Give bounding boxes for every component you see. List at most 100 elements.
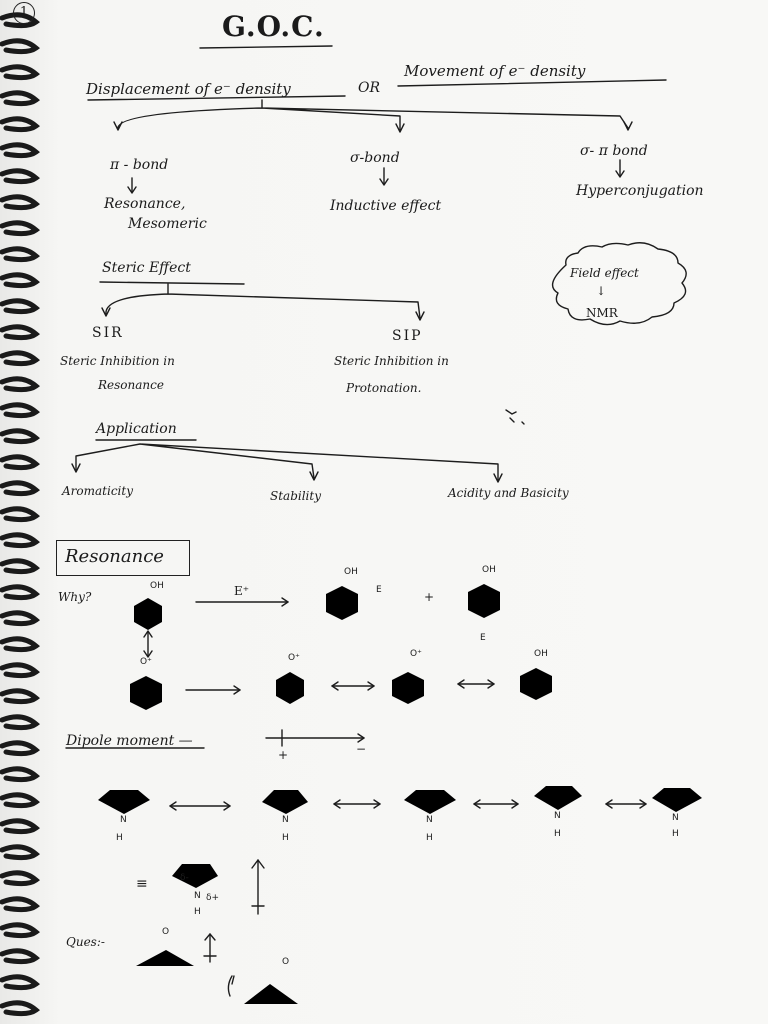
- oplus-2: O⁺: [288, 653, 300, 663]
- pyrrole-h-5: H: [672, 829, 679, 839]
- equiv-sign: ≡: [136, 876, 148, 892]
- spiral-ring: [0, 818, 40, 835]
- page-number: 1: [13, 2, 35, 24]
- spiral-ring: [0, 220, 40, 237]
- spiral-ring: [0, 90, 40, 107]
- sir-line2: Resonance: [98, 378, 164, 392]
- pyrrole-delta: δ+: [206, 893, 219, 903]
- spiral-ring: [0, 324, 40, 341]
- pyrrole-h-2: H: [282, 833, 289, 843]
- phenol-oh: OH: [150, 581, 164, 591]
- application-acidity: Acidity and Basicity: [448, 486, 569, 500]
- spiral-ring: [0, 584, 40, 601]
- spiral-ring: [0, 64, 40, 81]
- branch-pi-bond: π - bond: [110, 157, 169, 173]
- pyrrole-n-3: N: [426, 815, 433, 825]
- pyrrole-n-2: N: [282, 815, 289, 825]
- header-left: Displacement of e⁻ density: [86, 80, 291, 98]
- resonance-row: O⁺ O⁺ O⁺ OH: [130, 649, 552, 710]
- sir-abbr: SIR: [92, 325, 124, 341]
- ortho-product: OH E: [326, 567, 382, 620]
- spiral-ring: [0, 350, 40, 367]
- branch-pi-effect2: Mesomeric: [128, 216, 207, 232]
- spiral-ring: [0, 896, 40, 913]
- spiral-ring: [0, 870, 40, 887]
- spiral-ring: [0, 480, 40, 497]
- pyrrole-h-3: H: [426, 833, 433, 843]
- spiral-ring: [0, 610, 40, 627]
- spiral-ring: [0, 246, 40, 263]
- spiral-binding: [0, 12, 40, 1017]
- spiral-ring: [0, 844, 40, 861]
- pyrrole-n-5: N: [672, 813, 679, 823]
- oplus-1: O⁺: [140, 657, 152, 667]
- spiral-ring: [0, 454, 40, 471]
- spiral-ring: [0, 766, 40, 783]
- pyrrole-delta-minus: δ-: [180, 873, 189, 883]
- res-oh: OH: [534, 649, 548, 659]
- pyrrole-h-hybrid: H: [194, 907, 201, 917]
- spiral-ring: [0, 168, 40, 185]
- spiral-ring: [0, 402, 40, 419]
- sip-abbr: SIP: [392, 328, 423, 344]
- dipole-title: Dipole moment —: [66, 733, 193, 749]
- sip-line1: Steric Inhibition in: [334, 354, 449, 368]
- why-label: Why?: [58, 590, 92, 604]
- spiral-ring: [0, 662, 40, 679]
- pyrrole-n-hybrid: N: [194, 891, 201, 901]
- spiral-ring: [0, 792, 40, 809]
- question-label: Ques:-: [66, 935, 105, 949]
- resonance-box: Resonance: [56, 540, 190, 576]
- spiral-ring: [0, 116, 40, 133]
- pyrrole-h-1: H: [116, 833, 123, 843]
- dipole-plus: +: [278, 748, 289, 762]
- spiral-ring: [0, 194, 40, 211]
- sip-line2: Protonation.: [346, 381, 422, 395]
- spiral-ring: [0, 142, 40, 159]
- branch-sigma-effect: Inductive effect: [330, 198, 442, 214]
- spiral-ring: [0, 38, 40, 55]
- branch-sigma-bond: σ-bond: [350, 150, 400, 166]
- spiral-ring: [0, 922, 40, 939]
- pyrrole-n-4: N: [554, 811, 561, 821]
- plus-sign: +: [424, 590, 435, 604]
- spiral-ring: [0, 636, 40, 653]
- application-title: Application: [96, 421, 177, 437]
- phenol-structure: OH: [134, 581, 164, 630]
- header-or: OR: [358, 80, 381, 96]
- para-e: E: [480, 633, 486, 643]
- question-structures: O O: [136, 927, 298, 1004]
- para-product: OH E: [468, 565, 500, 643]
- para-oh: OH: [482, 565, 496, 575]
- spiral-ring: [0, 506, 40, 523]
- spiral-ring: [0, 558, 40, 575]
- electrophile-label: E⁺: [234, 584, 250, 598]
- ortho-e: E: [376, 585, 382, 595]
- question-o-1: O: [162, 927, 169, 937]
- dipole-minus: −: [356, 742, 367, 756]
- pyrrole-n-1: N: [120, 815, 127, 825]
- spiral-ring: [0, 974, 40, 991]
- spiral-ring: [0, 272, 40, 289]
- pyrrole-h-4: H: [554, 829, 561, 839]
- pyrrole-row: N H N H N H N H N H δ- N δ+ H: [98, 786, 702, 917]
- question-o-2: O: [282, 957, 289, 967]
- oplus-3: O⁺: [410, 649, 422, 659]
- branch-sigma-pi-bond: σ- π bond: [580, 143, 648, 159]
- branch-pi-effect: Resonance,: [104, 196, 186, 212]
- spiral-ring: [0, 1000, 40, 1017]
- spiral-ring: [0, 428, 40, 445]
- ortho-oh: OH: [344, 567, 358, 577]
- header-right: Movement of e⁻ density: [404, 62, 586, 80]
- page-title: G.O.C.: [222, 10, 325, 43]
- application-aromaticity: Aromaticity: [62, 484, 133, 498]
- spiral-ring: [0, 948, 40, 965]
- sir-line1: Steric Inhibition in: [60, 354, 175, 368]
- spiral-ring: [0, 298, 40, 315]
- spiral-ring: [0, 688, 40, 705]
- spiral-ring: [0, 740, 40, 757]
- application-stability: Stability: [270, 489, 321, 503]
- spiral-ring: [0, 376, 40, 393]
